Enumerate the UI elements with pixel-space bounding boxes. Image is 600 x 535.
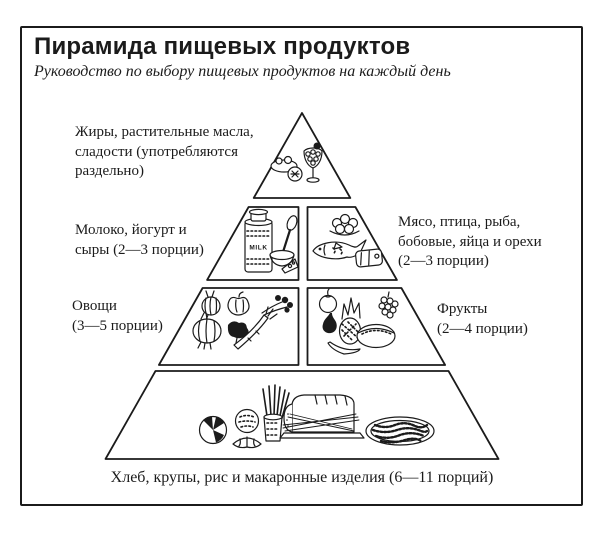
milk-can-label: MILK (249, 245, 267, 252)
label-dairy: Молоко, йогурт и сыры (2—3 порции) (75, 221, 204, 260)
label-line: сладости (употребляются (75, 143, 238, 160)
label-fats-sweets: Жиры, растительные масла, сладости (упот… (75, 123, 254, 182)
label-line: Молоко, йогурт и (75, 222, 187, 238)
label-line: сыры (2—3 порции) (75, 241, 204, 258)
vegetables-illustration (192, 290, 293, 350)
label-line: Овощи (72, 298, 117, 314)
label-line: (3—5 порции) (72, 317, 163, 334)
figure-title: Пирамида пищевых продуктов (34, 33, 411, 60)
label-line: раздельно) (75, 163, 144, 179)
label-vegetables: Овощи (3—5 порции) (72, 297, 163, 336)
fruits-illustration (318, 288, 399, 355)
label-line: бобовые, яйца и орехи (398, 233, 542, 250)
label-grains: Хлеб, крупы, рис и макаронные изделия (6… (110, 469, 494, 486)
label-line: Фрукты (437, 301, 488, 317)
figure-subtitle: Руководство по выбору пищевых продуктов … (34, 63, 451, 80)
fats-sweets-illustration (270, 142, 323, 183)
label-line: (2—4 порции) (437, 320, 528, 337)
label-line: (2—3 порции) (398, 253, 489, 269)
protein-illustration (312, 213, 383, 268)
grains-illustration (198, 384, 435, 449)
label-protein: Мясо, птица, рыба, бобовые, яйца и орехи… (398, 213, 542, 272)
label-line: Жиры, растительные масла, (75, 124, 254, 140)
dairy-illustration: MILK (244, 208, 299, 274)
tier-fats-sweets-shape (252, 112, 352, 199)
figure-border (20, 26, 583, 506)
tier-protein-cell (306, 206, 398, 281)
label-fruits: Фрукты (2—4 порции) (437, 300, 528, 339)
label-line: Мясо, птица, рыба, (398, 214, 521, 230)
